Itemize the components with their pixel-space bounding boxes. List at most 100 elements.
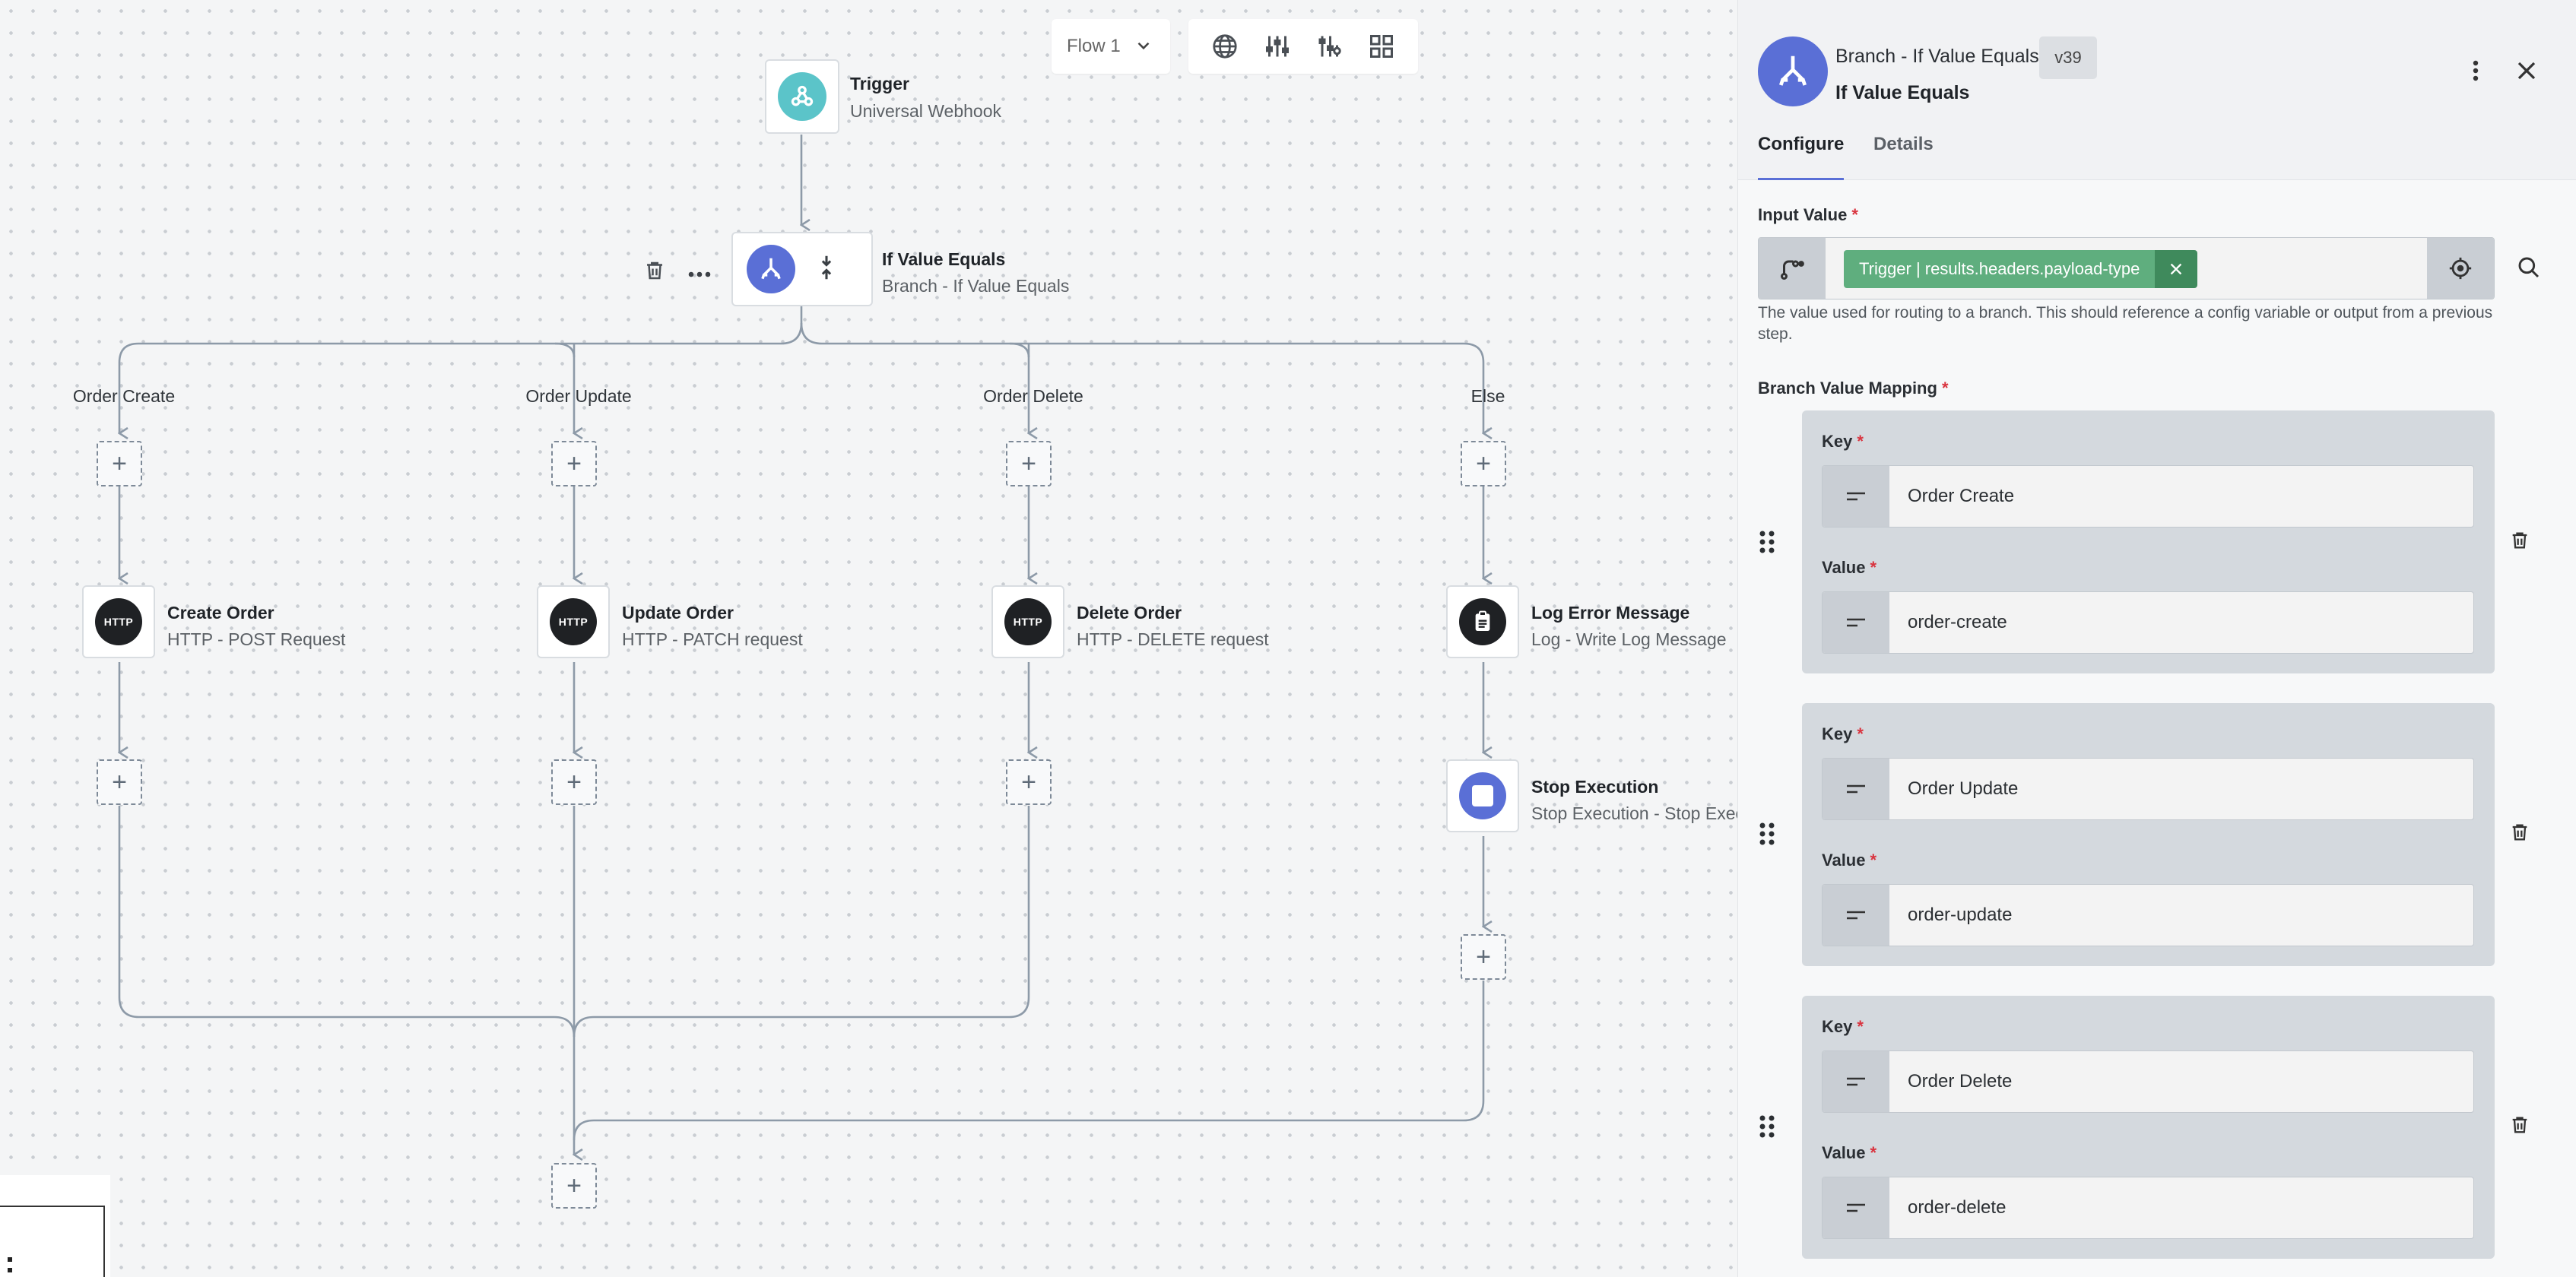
value-input[interactable]: order-create: [1822, 591, 2474, 654]
delete-row-icon[interactable]: [2509, 1114, 2532, 1138]
reference-chip-text: Trigger | results.headers.payload-type: [1844, 250, 2156, 288]
add-step-button[interactable]: +: [551, 759, 597, 805]
input-value-label: Input Value*: [1758, 205, 1858, 224]
key-input[interactable]: Order Create: [1822, 465, 2474, 528]
step-title: Update Order: [622, 603, 734, 623]
search-icon[interactable]: [2517, 255, 2541, 284]
branch-delete-icon[interactable]: [643, 258, 666, 287]
trigger-title: Trigger: [850, 74, 909, 93]
add-step-button[interactable]: +: [97, 441, 142, 486]
value-label: Value*: [1822, 558, 1877, 577]
config-sliders-icon[interactable]: [1312, 30, 1346, 63]
chevron-down-icon: [1137, 42, 1150, 50]
branch-title: If Value Equals: [882, 249, 1006, 269]
step-subtitle: Stop Execution - Stop Execution: [1531, 803, 1737, 823]
step-title: Log Error Message: [1531, 603, 1690, 623]
key-value: Order Update: [1908, 778, 2019, 799]
text-type-icon: [1823, 466, 1889, 527]
input-value-help: The value used for routing to a branch. …: [1758, 304, 2493, 343]
tab-configure-label: Configure: [1758, 134, 1845, 154]
panel-subtitle: If Value Equals: [1835, 82, 1970, 103]
close-icon[interactable]: [2515, 59, 2538, 86]
value-input[interactable]: order-update: [1822, 884, 2474, 946]
add-step-button[interactable]: +: [1461, 441, 1506, 486]
more-vertical-icon[interactable]: [2471, 59, 2480, 86]
branch-label-order-delete: Order Delete: [983, 386, 1083, 406]
http-icon: HTTP: [550, 598, 597, 645]
step-subtitle: HTTP - DELETE request: [1077, 629, 1269, 649]
value-input[interactable]: order-delete: [1822, 1177, 2474, 1239]
collapse-icon[interactable]: [818, 255, 835, 284]
branch-label-order-create: Order Create: [72, 386, 176, 406]
update-order-node[interactable]: HTTP: [537, 585, 610, 658]
mapping-card: Key* Order Delete Value* order-delete: [1802, 996, 2495, 1259]
add-step-button[interactable]: +: [97, 759, 142, 805]
create-order-node[interactable]: HTTP: [82, 585, 155, 658]
drag-handle-icon[interactable]: [1758, 1114, 1776, 1139]
log-error-node[interactable]: [1446, 585, 1519, 658]
tab-configure[interactable]: Configure: [1758, 134, 1845, 180]
minimap[interactable]: [0, 1175, 110, 1277]
input-value-field[interactable]: Trigger | results.headers.payload-type: [1758, 237, 2495, 299]
key-value: Order Create: [1908, 486, 2015, 506]
key-label: Key*: [1822, 1017, 1864, 1036]
key-input[interactable]: Order Delete: [1822, 1050, 2474, 1113]
panel-header: Branch - If Value Equals v39 If Value Eq…: [1738, 0, 2576, 180]
reference-toggle-icon[interactable]: [1759, 238, 1826, 299]
reference-chip[interactable]: Trigger | results.headers.payload-type: [1844, 250, 2198, 288]
stop-execution-node[interactable]: [1446, 759, 1519, 832]
flow-select[interactable]: Flow 1: [1052, 19, 1170, 74]
add-step-button[interactable]: +: [1461, 934, 1506, 980]
delete-row-icon[interactable]: [2509, 529, 2532, 553]
value-label: Value*: [1822, 1143, 1877, 1162]
delete-order-node[interactable]: HTTP: [991, 585, 1064, 658]
branch-subtitle: Branch - If Value Equals: [882, 276, 1070, 296]
branch-label-else: Else: [1470, 386, 1505, 406]
add-step-button[interactable]: +: [1006, 441, 1052, 486]
branch-mapping-label: Branch Value Mapping*: [1758, 379, 1949, 398]
globe-icon[interactable]: [1208, 30, 1242, 63]
add-step-button[interactable]: +: [551, 441, 597, 486]
drag-handle-icon[interactable]: [1758, 821, 1776, 847]
stop-icon: [1459, 772, 1506, 819]
step-subtitle: Log - Write Log Message: [1531, 629, 1727, 649]
version-badge: v39: [2039, 36, 2097, 79]
branch-more-icon[interactable]: [687, 268, 712, 282]
connector-lines: [0, 135, 1737, 1277]
text-type-icon: [1823, 1051, 1889, 1112]
mapping-card: Key* Order Create Value* order-create: [1802, 410, 2495, 673]
tab-details-label: Details: [1873, 134, 1934, 154]
trigger-subtitle: Universal Webhook: [850, 101, 1002, 121]
value-value: order-delete: [1908, 1197, 2007, 1218]
flow-canvas[interactable]: Flow 1 Trigger Universal Webhook: [0, 0, 1737, 1277]
drag-handle-icon[interactable]: [1758, 529, 1776, 555]
value-label: Value*: [1822, 851, 1877, 870]
chip-close-icon[interactable]: [2155, 250, 2198, 288]
mapping-card: Key* Order Update Value* order-update: [1802, 703, 2495, 966]
add-step-button[interactable]: +: [1006, 759, 1052, 805]
target-icon[interactable]: [2427, 238, 2494, 299]
key-input[interactable]: Order Update: [1822, 758, 2474, 820]
branch-node[interactable]: [731, 232, 873, 306]
clipboard-icon: [1459, 598, 1506, 645]
sliders-icon[interactable]: [1261, 30, 1294, 63]
branch-icon: [747, 245, 795, 293]
step-title: Stop Execution: [1531, 777, 1659, 797]
add-step-button[interactable]: +: [551, 1163, 597, 1209]
config-panel: Branch - If Value Equals v39 If Value Eq…: [1737, 0, 2576, 1277]
grid-icon[interactable]: [1365, 30, 1398, 63]
text-type-icon: [1823, 1177, 1889, 1238]
key-label: Key*: [1822, 724, 1864, 743]
branch-icon: [1758, 36, 1828, 106]
branch-label-order-update: Order Update: [525, 386, 632, 406]
step-subtitle: HTTP - PATCH request: [622, 629, 803, 649]
delete-row-icon[interactable]: [2509, 821, 2532, 845]
step-title: Create Order: [167, 603, 274, 623]
canvas-toolbar: [1188, 19, 1418, 74]
text-type-icon: [1823, 592, 1889, 653]
text-type-icon: [1823, 759, 1889, 819]
flow-select-value: Flow 1: [1067, 36, 1121, 56]
version-text: v39: [2054, 48, 2082, 67]
tab-details[interactable]: Details: [1873, 134, 1934, 178]
trigger-node[interactable]: [765, 59, 839, 134]
